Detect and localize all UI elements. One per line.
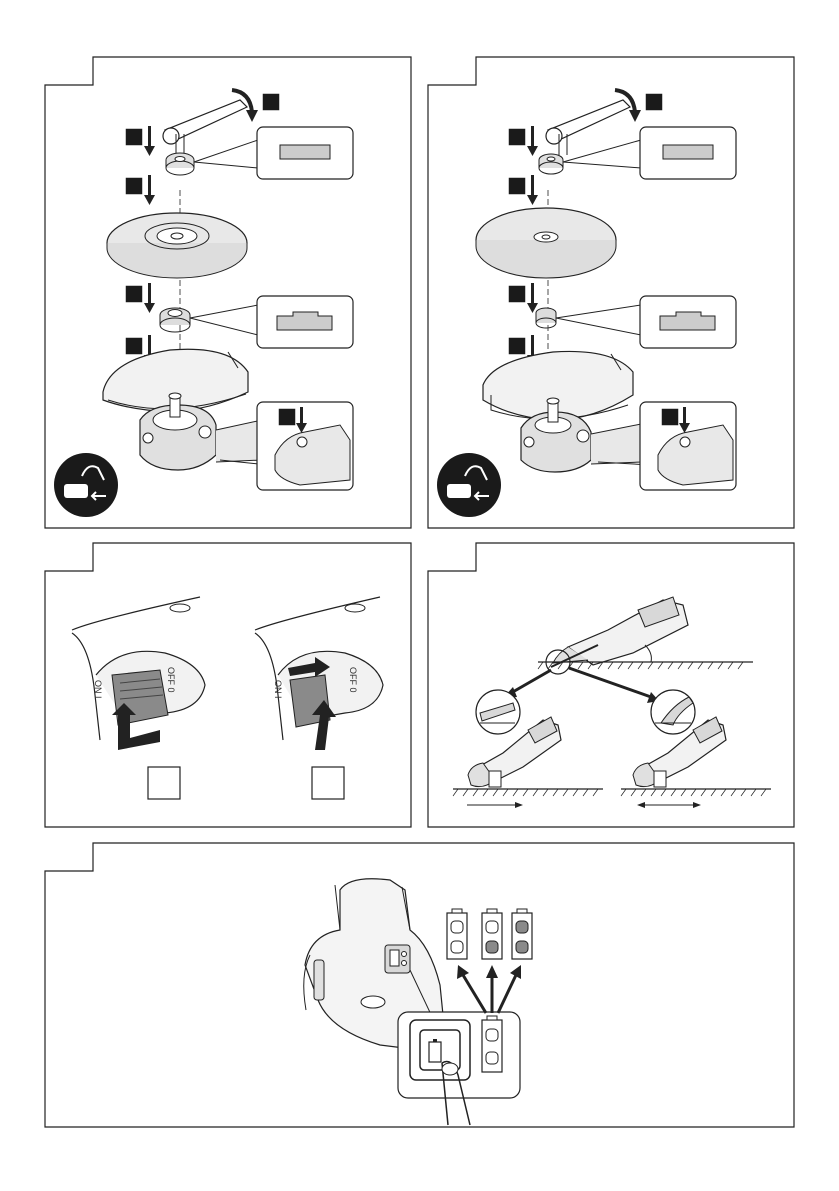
grinding-disc (476, 208, 616, 278)
figure-switch-operation: ON I OFF 0 ON I OFF 0 (0, 535, 420, 835)
check-button[interactable] (410, 1020, 470, 1080)
detail-left (476, 690, 520, 734)
figure-battery-indicator (0, 835, 839, 1135)
grinding-disc (107, 213, 247, 278)
indicator-lamp-panel (482, 1016, 502, 1072)
direction-arrow-both (693, 802, 701, 808)
angle-arc (645, 645, 651, 662)
indicator-state-1 (447, 909, 467, 959)
step-marker (125, 285, 143, 303)
arrow-state-3 (498, 975, 516, 1013)
wheel-assembly-left-drawing (0, 0, 420, 535)
step-marker (262, 93, 280, 111)
grinder-top (551, 597, 688, 667)
figure-grinding-angle (383, 535, 803, 835)
step-marker (508, 128, 526, 146)
step-marker (508, 337, 526, 355)
inner-flange (160, 308, 190, 332)
indicator-state-2 (482, 909, 502, 959)
remove-battery-icon (54, 453, 118, 517)
switch-off-label: OFF 0 (348, 667, 358, 693)
figure-wheel-assembly-right (383, 0, 803, 535)
step-box (148, 767, 180, 799)
detail-right (651, 690, 695, 734)
inner-flange (536, 308, 556, 328)
figure-wheel-assembly-left (0, 0, 420, 535)
step-marker (645, 93, 663, 111)
battery-indicator-drawing (0, 835, 839, 1135)
lock-nut (539, 154, 563, 174)
step-marker (661, 408, 679, 426)
step-marker (508, 177, 526, 195)
step-box (312, 767, 344, 799)
wheel-assembly-right-drawing (383, 0, 803, 535)
arrow-state-1 (463, 975, 486, 1013)
grinder-body-left: ON I OFF 0 (72, 597, 205, 740)
step-marker (125, 177, 143, 195)
switch-on-label: ON I (273, 680, 283, 699)
step-marker (125, 337, 143, 355)
lock-nut (166, 153, 194, 175)
grinding-angle-drawing (383, 535, 803, 835)
switch-off-label: OFF 0 (166, 667, 176, 693)
step-marker (125, 128, 143, 146)
step-marker (508, 285, 526, 303)
direction-arrow-forward (515, 802, 523, 808)
remove-battery-icon (437, 453, 501, 517)
switch-on-label: ON I (93, 680, 103, 699)
switch-operation-drawing: ON I OFF 0 ON I OFF 0 (0, 535, 420, 835)
indicator-state-3 (512, 909, 532, 959)
step-marker (278, 408, 296, 426)
spanner (163, 100, 247, 155)
